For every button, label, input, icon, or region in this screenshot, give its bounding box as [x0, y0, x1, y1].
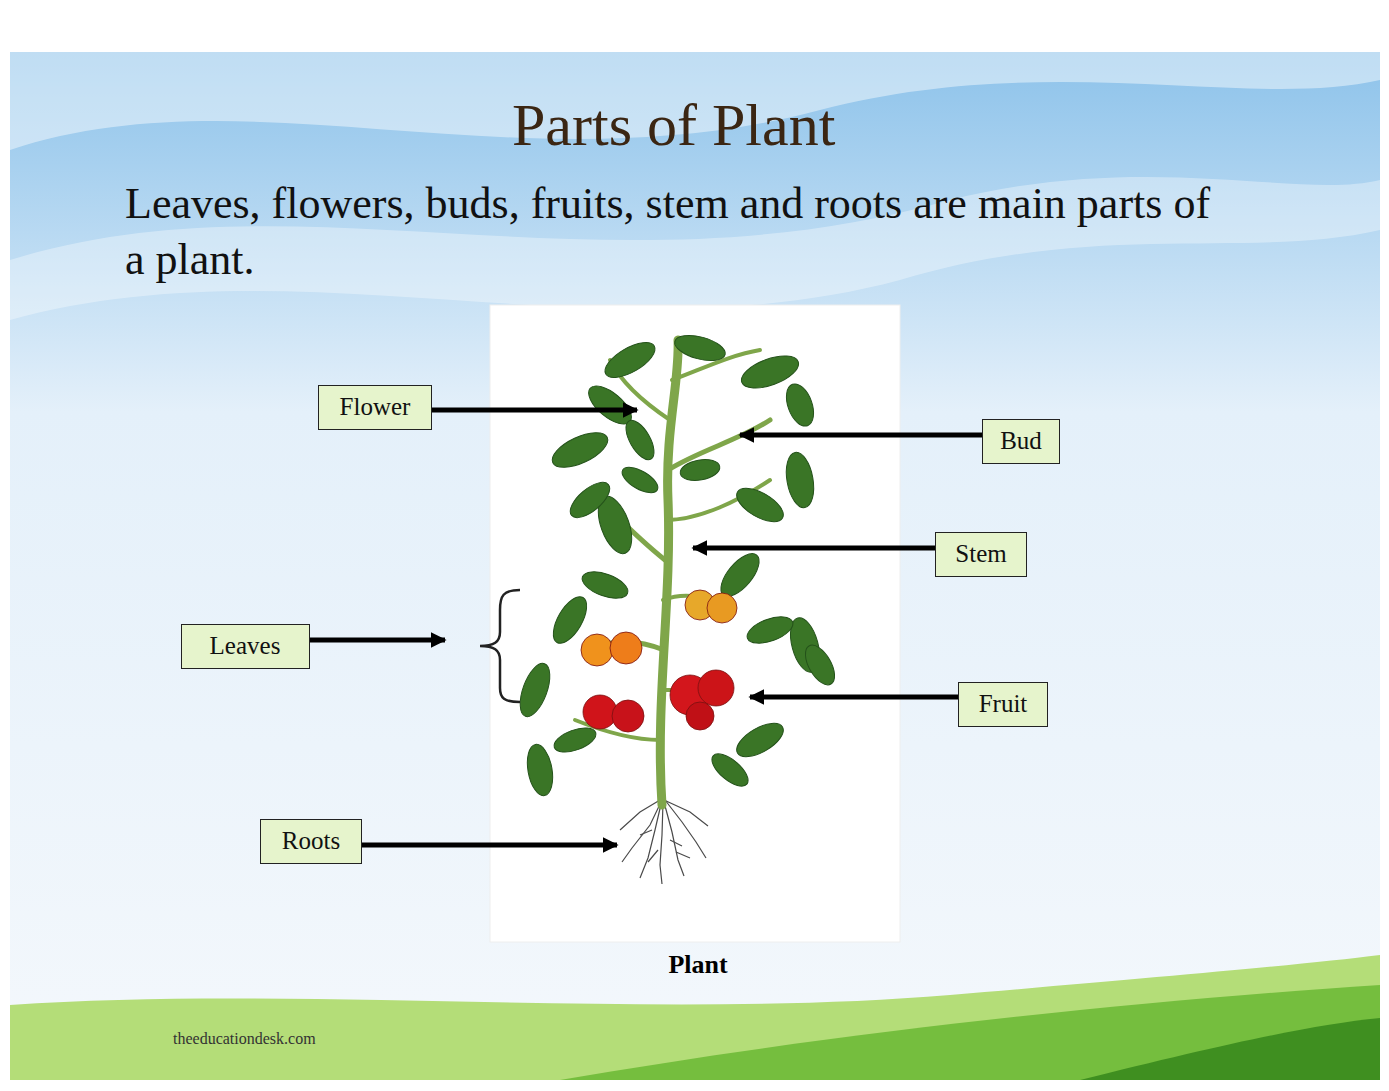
part-name: Bud [1000, 420, 1042, 462]
leaves [514, 660, 556, 721]
stem [660, 340, 678, 805]
root-system [620, 800, 708, 884]
leaves [672, 331, 728, 366]
part-label-box: Bud [982, 419, 1060, 464]
fruits [686, 702, 714, 730]
leader-arrow [310, 638, 446, 643]
leaves [707, 748, 754, 792]
part-name: Leaves [210, 625, 281, 667]
root-system [660, 802, 663, 884]
leaves [782, 450, 817, 510]
stem [668, 420, 770, 470]
leader-arrow [750, 695, 958, 700]
part-label-box: Stem [935, 532, 1027, 577]
leader-arrow [693, 546, 935, 551]
fruits [698, 670, 734, 706]
fruits [581, 590, 737, 732]
watermark: theeducationdesk.com [173, 1030, 316, 1048]
fruits [610, 632, 642, 664]
part-label-box: Roots [260, 819, 362, 864]
leaves [618, 462, 662, 498]
leaves [579, 566, 632, 603]
bracket [480, 590, 520, 702]
leaves [679, 457, 722, 484]
leaves [514, 331, 840, 798]
part-name: Fruit [979, 683, 1028, 725]
part-label-box: Leaves [181, 624, 310, 669]
part-label-box: Flower [318, 385, 432, 430]
root-system [664, 800, 708, 826]
leader-arrow [432, 408, 637, 413]
leaves [744, 611, 797, 648]
root-system [620, 800, 660, 830]
slide-title: Parts of Plant [512, 90, 835, 160]
part-name: Roots [282, 820, 340, 862]
leaves [551, 723, 599, 757]
root-system [640, 800, 662, 878]
fruits [581, 634, 613, 666]
hill [1080, 1018, 1380, 1080]
fruits [612, 700, 644, 732]
figure-caption: Plant [668, 950, 727, 980]
fruits [583, 695, 617, 729]
part-name: Stem [955, 533, 1006, 575]
leaves [600, 336, 660, 385]
leaves [524, 742, 557, 797]
hill [560, 985, 1380, 1080]
sky-wave [10, 177, 1380, 320]
root-system [640, 830, 690, 862]
leaves [731, 482, 788, 529]
part-name: Flower [340, 386, 411, 428]
leaves [547, 426, 612, 475]
fruits [707, 593, 737, 623]
intro-sentence: Leaves, flowers, buds, fruits, stem and … [125, 176, 1235, 288]
part-label-box: Fruit [958, 682, 1048, 727]
leaves [620, 416, 659, 464]
root-system [665, 800, 706, 858]
leader-arrow [740, 433, 982, 438]
leaves [565, 476, 616, 524]
leaves [731, 717, 788, 764]
leaves [799, 640, 840, 689]
root-system [664, 802, 684, 876]
sky [10, 52, 1380, 1080]
leaves [781, 380, 819, 430]
leader-arrow [362, 843, 617, 848]
